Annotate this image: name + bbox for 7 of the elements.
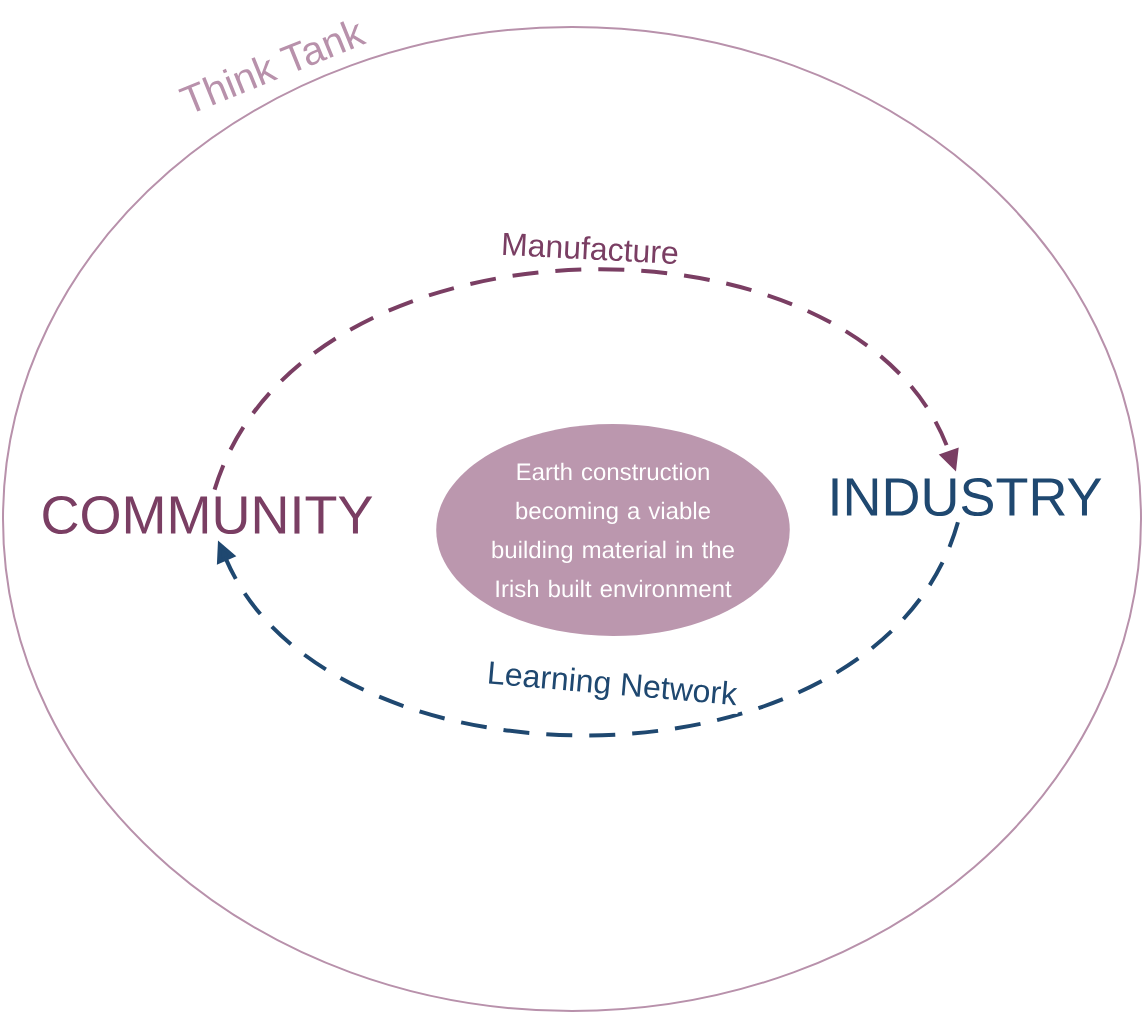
edge-label: Manufacture: [498, 229, 682, 267]
edge-label: Learning Network: [483, 658, 741, 714]
ellipse-heading: Think Tank: [178, 21, 368, 112]
dashed-arrow: [216, 521, 960, 738]
dashed-arrow: [212, 267, 959, 491]
node-label: INDUSTRY: [832, 477, 1102, 517]
node-label: COMMUNITY: [43, 495, 373, 535]
